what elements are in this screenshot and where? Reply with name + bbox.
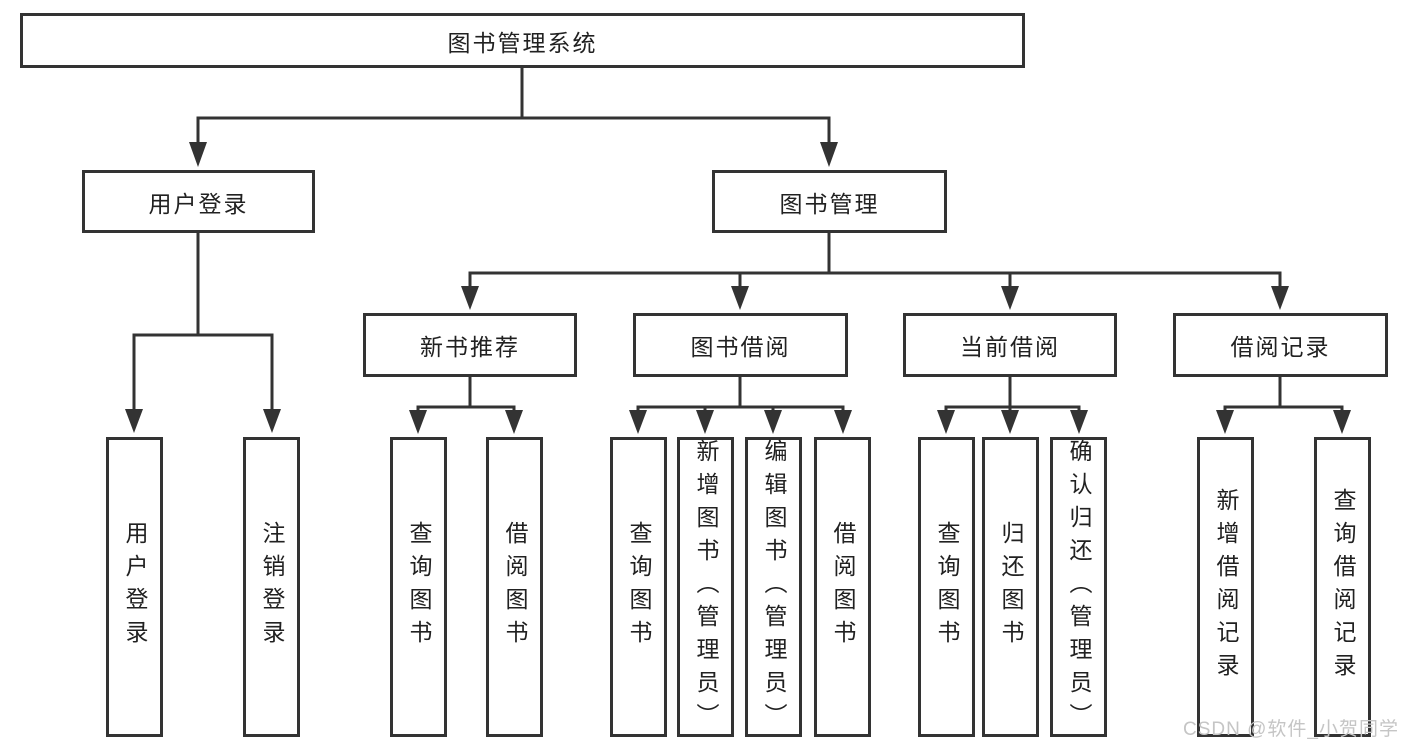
leaf-label: 查询借阅记录 xyxy=(1330,488,1356,686)
node-label: 图书借阅 xyxy=(690,334,791,360)
node-label: 图书管理系统 xyxy=(447,29,598,56)
leaf-add-books-admin: 新增图书（管理员） xyxy=(677,437,734,737)
node-library-management-system: 图书管理系统 xyxy=(20,13,1025,68)
leaf-query-books-2: 查询图书 xyxy=(610,437,667,737)
leaf-query-borrow-record: 查询借阅记录 xyxy=(1314,437,1371,737)
leaf-label: 借阅图书 xyxy=(830,521,856,653)
leaf-confirm-return-admin: 确认归还（管理员） xyxy=(1050,437,1107,737)
leaf-label: 借阅图书 xyxy=(502,521,528,653)
node-label: 当前借阅 xyxy=(960,334,1060,360)
leaf-return-books: 归还图书 xyxy=(982,437,1039,737)
leaf-label: 编辑图书（管理员） xyxy=(761,438,787,736)
leaf-label: 查询图书 xyxy=(626,521,652,653)
leaf-query-books-1: 查询图书 xyxy=(390,437,447,737)
node-label: 用户登录 xyxy=(148,190,249,217)
leaf-logout: 注销登录 xyxy=(243,437,300,737)
leaf-query-books-3: 查询图书 xyxy=(918,437,975,737)
leaf-label: 新增图书（管理员） xyxy=(693,438,719,736)
node-current-borrow: 当前借阅 xyxy=(903,313,1117,377)
node-label: 图书管理 xyxy=(779,190,880,217)
leaf-label: 新增借阅记录 xyxy=(1213,488,1239,686)
leaf-user-login: 用户登录 xyxy=(106,437,163,737)
leaf-label: 查询图书 xyxy=(934,521,960,653)
node-user-login: 用户登录 xyxy=(82,170,315,233)
leaf-add-borrow-record: 新增借阅记录 xyxy=(1197,437,1254,737)
csdn-watermark: CSDN @软件_小贺同学 xyxy=(1183,719,1399,740)
leaf-label: 归还图书 xyxy=(998,521,1024,653)
node-label: 新书推荐 xyxy=(420,334,520,360)
leaf-borrow-books-1: 借阅图书 xyxy=(486,437,543,737)
leaf-label: 用户登录 xyxy=(122,521,148,653)
leaf-label: 确认归还（管理员） xyxy=(1066,438,1092,736)
leaf-borrow-books-2: 借阅图书 xyxy=(814,437,871,737)
node-new-book-recommend: 新书推荐 xyxy=(363,313,577,377)
node-book-management: 图书管理 xyxy=(712,170,947,233)
leaf-label: 注销登录 xyxy=(259,521,285,653)
node-book-borrow: 图书借阅 xyxy=(633,313,848,377)
leaf-edit-books-admin: 编辑图书（管理员） xyxy=(745,437,802,737)
node-borrow-records: 借阅记录 xyxy=(1173,313,1388,377)
node-label: 借阅记录 xyxy=(1230,334,1331,360)
leaf-label: 查询图书 xyxy=(406,521,432,653)
